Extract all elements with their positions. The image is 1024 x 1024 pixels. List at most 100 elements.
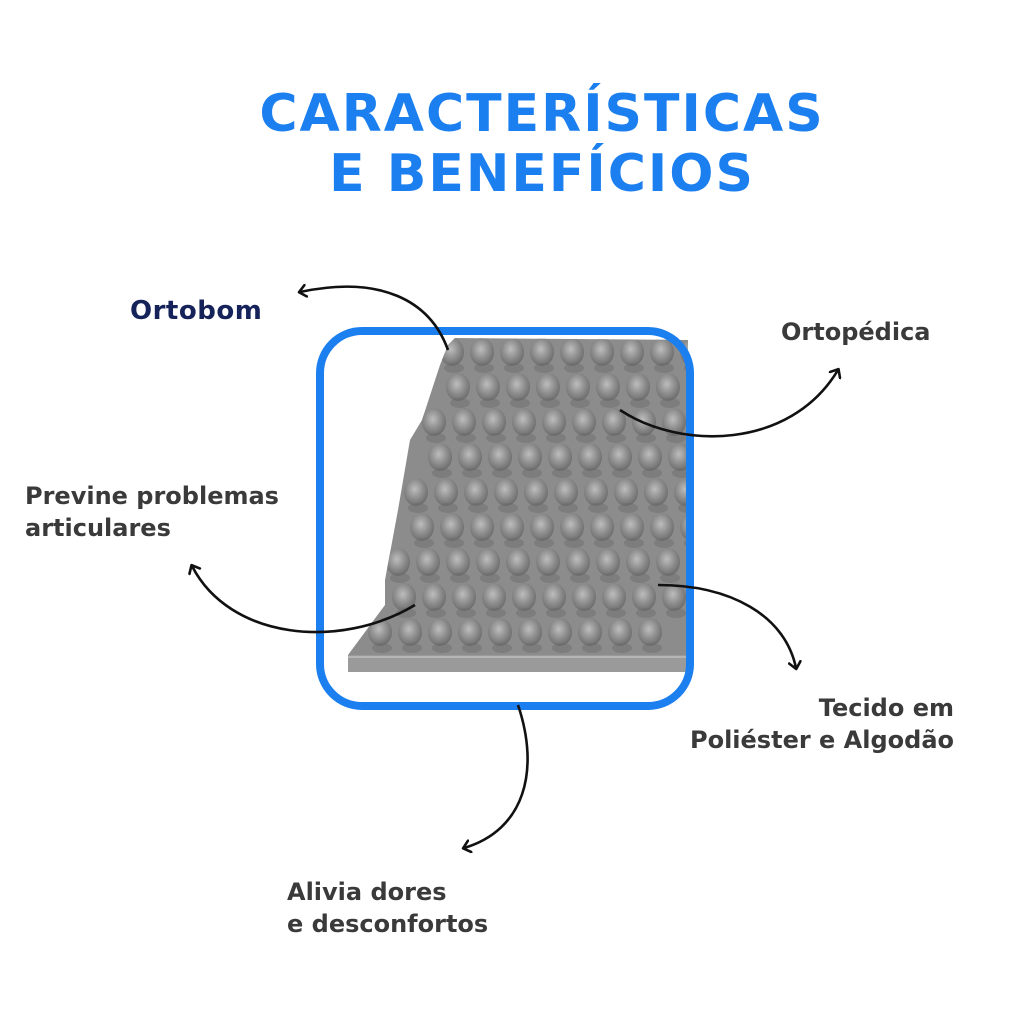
foam-bump — [536, 548, 560, 576]
foam-bump-shadow — [576, 433, 596, 443]
foam-bump-shadow — [612, 468, 632, 478]
foam-bump — [506, 373, 530, 401]
foam-bump — [710, 338, 734, 366]
foam-bump — [512, 583, 536, 611]
foam-bump — [446, 548, 470, 576]
foam-bump-shadow — [612, 643, 632, 653]
foam-bump-shadow — [516, 433, 536, 443]
foam-bump-shadow — [720, 398, 740, 408]
foam-bump-shadow — [696, 433, 716, 443]
foam-bump — [530, 513, 554, 541]
foam-bump-shadow — [480, 573, 500, 583]
foam-bump — [470, 513, 494, 541]
foam-bump-shadow — [666, 433, 686, 443]
foam-bump-shadow — [534, 363, 554, 373]
foam-bump-shadow — [522, 643, 542, 653]
foam-bump-shadow — [420, 573, 440, 583]
foam-bump-shadow — [654, 538, 674, 548]
foam-bump — [482, 408, 506, 436]
foam-bump — [494, 478, 518, 506]
feature-fabric: Tecido em Poliéster e Algodão — [690, 692, 954, 756]
foam-bump — [458, 443, 482, 471]
foam-bump-shadow — [492, 643, 512, 653]
foam-bump-shadow — [450, 573, 470, 583]
foam-bump-shadow — [426, 608, 446, 618]
foam-bump — [464, 478, 488, 506]
foam-bump — [596, 373, 620, 401]
foam-bump-shadow — [522, 468, 542, 478]
foam-bump — [530, 338, 554, 366]
foam-bump-shadow — [546, 433, 566, 443]
foam-bump-shadow — [576, 608, 596, 618]
foam-bump — [560, 338, 584, 366]
foam-bump — [584, 478, 608, 506]
foam-bump — [536, 373, 560, 401]
foam-bump-shadow — [714, 363, 734, 373]
arrow-to-orthopedic-icon — [619, 370, 838, 438]
foam-bump — [644, 478, 668, 506]
title-line-2: E BENEFÍCIOS — [329, 144, 755, 204]
foam-bump-shadow — [648, 503, 668, 513]
arrow-to-relief-icon — [464, 704, 529, 848]
title-line-1: CARACTERÍSTICAS — [259, 84, 825, 144]
foam-bump-shadow — [606, 608, 626, 618]
foam-bump-shadow — [588, 503, 608, 513]
foam-bump — [632, 583, 656, 611]
foam-bump-shadow — [594, 538, 614, 548]
foam-bump-shadow — [474, 538, 494, 548]
foam-bump-shadow — [624, 363, 644, 373]
foam-bump — [656, 548, 680, 576]
foam-bump — [392, 583, 416, 611]
arrow-to-brand-icon — [300, 287, 450, 351]
foam-bump-shadow — [492, 468, 512, 478]
foam-bump-shadow — [630, 573, 650, 583]
foam-bump-shadow — [480, 398, 500, 408]
foam-bump-shadow — [486, 433, 506, 443]
foam-bump-shadow — [540, 398, 560, 408]
foam-bump — [638, 443, 662, 471]
foam-bump — [488, 443, 512, 471]
foam-bump-shadow — [564, 538, 584, 548]
foam-bump — [614, 478, 638, 506]
foam-bump-shadow — [396, 608, 416, 618]
foam-bump — [428, 618, 452, 646]
foam-bump — [434, 478, 458, 506]
foam-bump — [518, 618, 542, 646]
foam-bump-shadow — [462, 643, 482, 653]
foam-bump-shadow — [660, 398, 680, 408]
foam-bump — [566, 373, 590, 401]
foam-bump-shadow — [450, 398, 470, 408]
foam-bump — [452, 583, 476, 611]
foam-bump — [590, 338, 614, 366]
foam-bump — [692, 408, 716, 436]
foam-bump-shadow — [618, 503, 638, 513]
foam-bump-shadow — [444, 538, 464, 548]
feature-relief-line-2: e desconfortos — [287, 910, 489, 938]
foam-bump — [602, 408, 626, 436]
foam-bump-shadow — [516, 608, 536, 618]
foam-bump-shadow — [510, 573, 530, 583]
foam-bump-shadow — [498, 503, 518, 513]
foam-bump — [590, 513, 614, 541]
arrow-to-prevents-icon — [192, 566, 416, 634]
foam-bump — [560, 513, 584, 541]
product-frame — [316, 327, 694, 710]
foam-bump — [404, 478, 428, 506]
foam-bump — [650, 338, 674, 366]
foam-bump — [446, 373, 470, 401]
foam-bump-shadow — [582, 468, 602, 478]
foam-bump — [428, 443, 452, 471]
foam-bump-shadow — [702, 468, 722, 478]
foam-bump-shadow — [642, 643, 662, 653]
foam-bump-shadow — [606, 433, 626, 443]
foam-bump-shadow — [546, 608, 566, 618]
foam-bump-shadow — [600, 573, 620, 583]
foam-bump-shadow — [504, 363, 524, 373]
foam-bump — [500, 513, 524, 541]
foam-bump — [620, 338, 644, 366]
foam-bump — [554, 478, 578, 506]
feature-prevents: Previne problemas articulares — [25, 480, 279, 544]
foam-bump — [656, 373, 680, 401]
foam-bump-shadow — [462, 468, 482, 478]
